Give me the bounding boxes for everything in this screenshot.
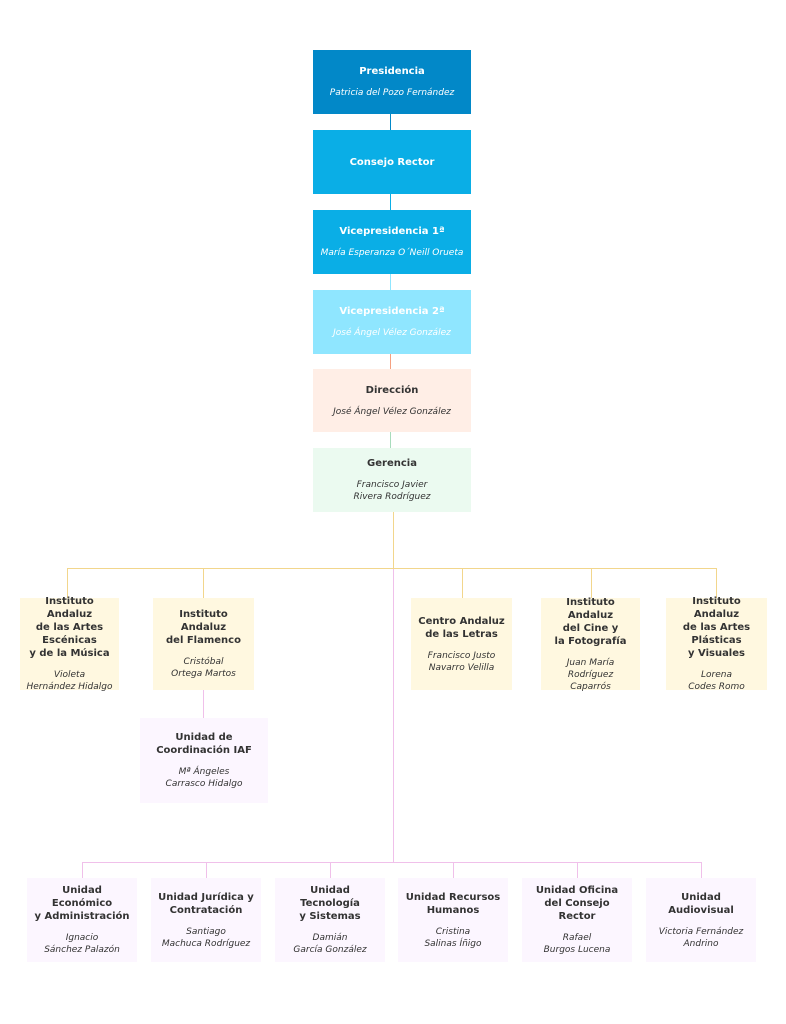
node-unidad-tecnologia: Unidad Tecnología y Sistemas Damián Garc…	[275, 878, 385, 962]
node-consejo-rector: Consejo Rector	[313, 130, 471, 194]
node-person: Lorena Codes Romo	[688, 670, 745, 692]
node-unidad-recursos-humanos: Unidad Recursos Humanos Cristina Salinas…	[398, 878, 508, 962]
connector-gerencia-unidades	[393, 569, 394, 862]
node-person: Violeta Hernández Hidalgo	[26, 670, 113, 692]
node-title: Unidad Oficina del Consejo Rector	[535, 885, 619, 922]
node-title: Unidad Audiovisual	[668, 891, 734, 916]
node-title: Consejo Rector	[349, 156, 435, 168]
node-title: Vicepresidencia 1ª	[339, 226, 445, 237]
node-person: José Ángel Vélez González	[333, 328, 451, 338]
node-person: Francisco Javier Rivera Rodríguez	[353, 480, 431, 502]
node-person: Damián García González	[293, 933, 367, 955]
node-unidad-economico: Unidad Económico y Administración Ignaci…	[27, 878, 137, 962]
connector-institutos-horizontal	[67, 568, 717, 569]
node-title: Presidencia	[359, 66, 425, 77]
node-unidad-audiovisual: Unidad Audiovisual Victoria Fernández An…	[646, 878, 756, 962]
node-title: Instituto Andaluz de las Artes Plásticas…	[682, 596, 751, 659]
node-person: Mª Ángeles Carrasco Hidalgo	[165, 767, 243, 789]
connector-unidad-2	[206, 862, 207, 878]
connector-instituto-1	[67, 568, 68, 598]
node-title: Unidad Jurídica y Contratación	[158, 891, 254, 916]
connector-instituto-2	[203, 568, 204, 598]
connector-direccion-gerencia	[390, 432, 391, 448]
connector-unidad-5	[577, 862, 578, 878]
node-title: Instituto Andaluz de las Artes Escénicas…	[29, 596, 110, 659]
connector-gerencia-institutos	[393, 512, 394, 569]
node-title: Gerencia	[367, 458, 417, 469]
node-gerencia: Gerencia Francisco Javier Rivera Rodrígu…	[313, 448, 471, 512]
connector-consejo-vp1	[390, 194, 391, 210]
connector-instituto-5	[716, 568, 717, 598]
node-person: Victoria Fernández Andrino	[658, 926, 744, 949]
node-person: Francisco Justo Navarro Velilla	[427, 650, 496, 673]
connector-unidad-1	[82, 862, 83, 878]
node-unidad-coordinacion-iaf: Unidad de Coordinación IAF Mª Ángeles Ca…	[140, 718, 268, 803]
node-person: Rafael Burgos Lucena	[543, 933, 611, 955]
node-person: Cristóbal Ortega Martos	[171, 657, 236, 679]
connector-instituto-3	[462, 568, 463, 598]
node-title: Instituto Andaluz del Flamenco	[166, 609, 241, 646]
connector-vp1-vp2	[390, 274, 391, 290]
node-vicepresidencia-1: Vicepresidencia 1ª María Esperanza O´Nei…	[313, 210, 471, 274]
node-title: Unidad de Coordinación IAF	[156, 732, 252, 756]
node-direccion: Dirección José Ángel Vélez González	[313, 369, 471, 432]
node-person: Santiago Machuca Rodríguez	[161, 926, 251, 949]
node-person: Ignacio Sánchez Palazón	[44, 933, 120, 955]
node-person: Patricia del Pozo Fernández	[329, 88, 455, 98]
connector-instituto-4	[591, 568, 592, 598]
node-person: José Ángel Vélez González	[333, 406, 451, 417]
node-presidencia: Presidencia Patricia del Pozo Fernández	[313, 50, 471, 114]
node-title: Centro Andaluz de las Letras	[418, 615, 505, 640]
node-title: Dirección	[365, 384, 419, 396]
connector-vp2-direccion	[390, 354, 391, 369]
node-unidad-oficina-consejo: Unidad Oficina del Consejo Rector Rafael…	[522, 878, 632, 962]
node-title: Instituto Andaluz del Cine y la Fotograf…	[554, 596, 627, 647]
node-title: Vicepresidencia 2ª	[339, 306, 445, 317]
connector-unidad-4	[453, 862, 454, 878]
node-vicepresidencia-2: Vicepresidencia 2ª José Ángel Vélez Gonz…	[313, 290, 471, 354]
connector-unidades-horizontal	[82, 862, 701, 863]
connector-unidad-6	[701, 862, 702, 878]
node-unidad-juridica: Unidad Jurídica y Contratación Santiago …	[151, 878, 261, 962]
node-instituto-flamenco: Instituto Andaluz del Flamenco Cristóbal…	[153, 598, 254, 690]
node-title: Unidad Recursos Humanos	[405, 891, 501, 916]
node-centro-letras: Centro Andaluz de las Letras Francisco J…	[411, 598, 512, 690]
node-person: Juan María Rodríguez Caparrós	[566, 657, 615, 692]
connector-flamenco-coordinacion	[203, 690, 204, 718]
node-person: Cristina Salinas Íñigo	[424, 926, 482, 949]
node-instituto-artes-escenicas: Instituto Andaluz de las Artes Escénicas…	[20, 596, 119, 692]
node-instituto-cine: Instituto Andaluz del Cine y la Fotograf…	[541, 596, 640, 692]
connector-unidad-3	[330, 862, 331, 878]
node-title: Unidad Tecnología y Sistemas	[299, 885, 361, 922]
node-person: María Esperanza O´Neill Orueta	[320, 248, 464, 258]
node-title: Unidad Económico y Administración	[34, 885, 130, 922]
node-instituto-artes-plasticas: Instituto Andaluz de las Artes Plásticas…	[666, 596, 767, 692]
connector-presidencia-consejo	[390, 114, 391, 130]
